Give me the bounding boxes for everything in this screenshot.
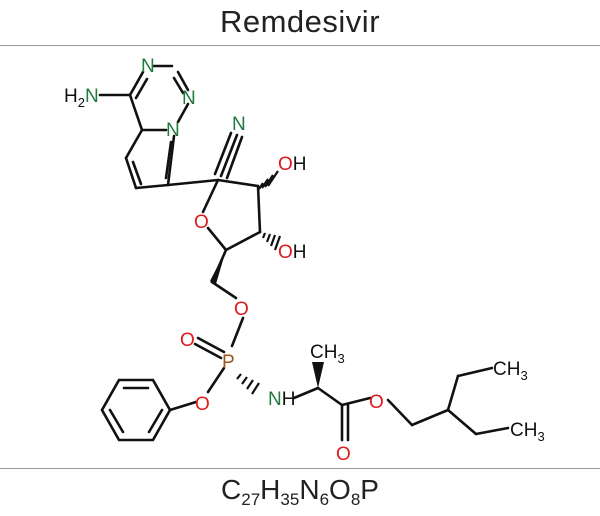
formula-o-count: 8	[350, 490, 361, 509]
bond-p-o-double-a	[196, 336, 226, 354]
wedge-calpha-ch3	[312, 362, 324, 388]
bond-c2-n1-double	[172, 76, 185, 95]
bond-c5p-o	[210, 280, 238, 300]
bond-nitrile-1	[219, 133, 239, 178]
hash-c2p-oh	[258, 170, 279, 190]
page-title: Remdesivir	[219, 4, 381, 39]
o-phenyl-label: O	[195, 394, 210, 415]
stereo-bonds	[210, 170, 324, 395]
bond-c-oester	[340, 396, 372, 407]
o-ester-label: O	[369, 392, 384, 413]
benzene-double-2	[108, 408, 125, 434]
n1-label: N	[182, 88, 196, 109]
oh2-label: OH	[278, 242, 307, 263]
bond-c3p-c4p	[224, 230, 262, 252]
bond-c4p-o	[206, 226, 228, 252]
atom-labels: H2N N N N N OH OH O O O P O NH CH3 O O C…	[64, 56, 545, 465]
bond-c4a-c5	[124, 128, 144, 160]
bond-c5-c6-double	[131, 160, 143, 186]
bond-c7-nbridge-double	[164, 140, 173, 180]
hash-p-n	[236, 373, 260, 395]
bond-o-c1p	[201, 178, 220, 214]
bond-p-o-double-b	[193, 342, 223, 360]
formula-h-count: 35	[280, 490, 300, 509]
bond-c2-n1	[176, 70, 190, 92]
formula-n-count: 6	[319, 490, 330, 509]
nh-label: NH	[268, 389, 295, 410]
bond-ch-ch2b	[446, 408, 478, 436]
benzene-double-3	[147, 408, 164, 434]
amine-h-label: H2N	[64, 86, 99, 110]
wedge-c4p-c5p	[210, 250, 226, 284]
oh1-label: OH	[278, 154, 307, 175]
molecular-formula: C27H35N6O8P	[0, 474, 600, 510]
formula-c-count: 27	[241, 490, 261, 509]
structure-diagram: H2N N N N N OH OH O O O P O NH CH3 O O C…	[64, 56, 545, 465]
bond-c7-nbridge	[166, 134, 176, 187]
bond-calpha-ccarbonyl	[316, 386, 344, 407]
bond-c6-c7	[134, 183, 170, 190]
bond-c5-c6	[124, 156, 138, 190]
bond-n-calpha	[292, 386, 320, 400]
ch3-top-label: CH3	[310, 342, 345, 366]
p-label: P	[222, 352, 235, 373]
bond-c7-c1p	[166, 178, 220, 187]
ring-o-label: O	[194, 212, 209, 233]
formula-divider	[0, 468, 600, 469]
o-carbonyl-label: O	[336, 444, 351, 465]
formula-o: O	[329, 474, 351, 505]
bond-ophenyl-ring	[168, 400, 198, 412]
benzene-ring	[100, 378, 172, 442]
title-divider	[0, 45, 600, 46]
ch3-a-label: CH3	[493, 359, 528, 383]
nbridge-label: N	[166, 120, 180, 141]
ch3-b-label: CH3	[510, 420, 545, 444]
o-link-label: O	[234, 299, 249, 320]
bond-ch2a-ch3a	[456, 366, 494, 378]
bond-c4-n3	[128, 70, 145, 97]
formula-p: P	[360, 474, 379, 505]
formula-n: N	[299, 474, 320, 505]
n3-label: N	[141, 56, 155, 77]
bond-c4-c4a	[128, 93, 144, 132]
bond-c1p-c2p	[216, 178, 260, 188]
bond-o-p	[230, 316, 245, 348]
formula-h: H	[260, 474, 281, 505]
bond-p-ophenyl	[206, 366, 226, 394]
bond-ch-ch2a	[446, 374, 460, 412]
bond-nitrile-3	[213, 131, 233, 176]
bond-c4-n3-double	[134, 77, 149, 100]
bond-c2p-c3p	[256, 184, 262, 234]
bonds	[98, 64, 510, 442]
bond-nitrile-2	[225, 135, 244, 180]
hash-c3p-oh	[261, 232, 282, 251]
bond-oester-ch2	[386, 398, 414, 427]
bond-ch2b-ch3b	[474, 426, 510, 436]
nitrile-n-label: N	[232, 114, 246, 135]
bond-ch2-ch	[410, 408, 450, 427]
o-double-label: O	[180, 330, 195, 351]
bond-n1-nbridge	[176, 102, 190, 124]
formula-c: C	[221, 474, 242, 505]
